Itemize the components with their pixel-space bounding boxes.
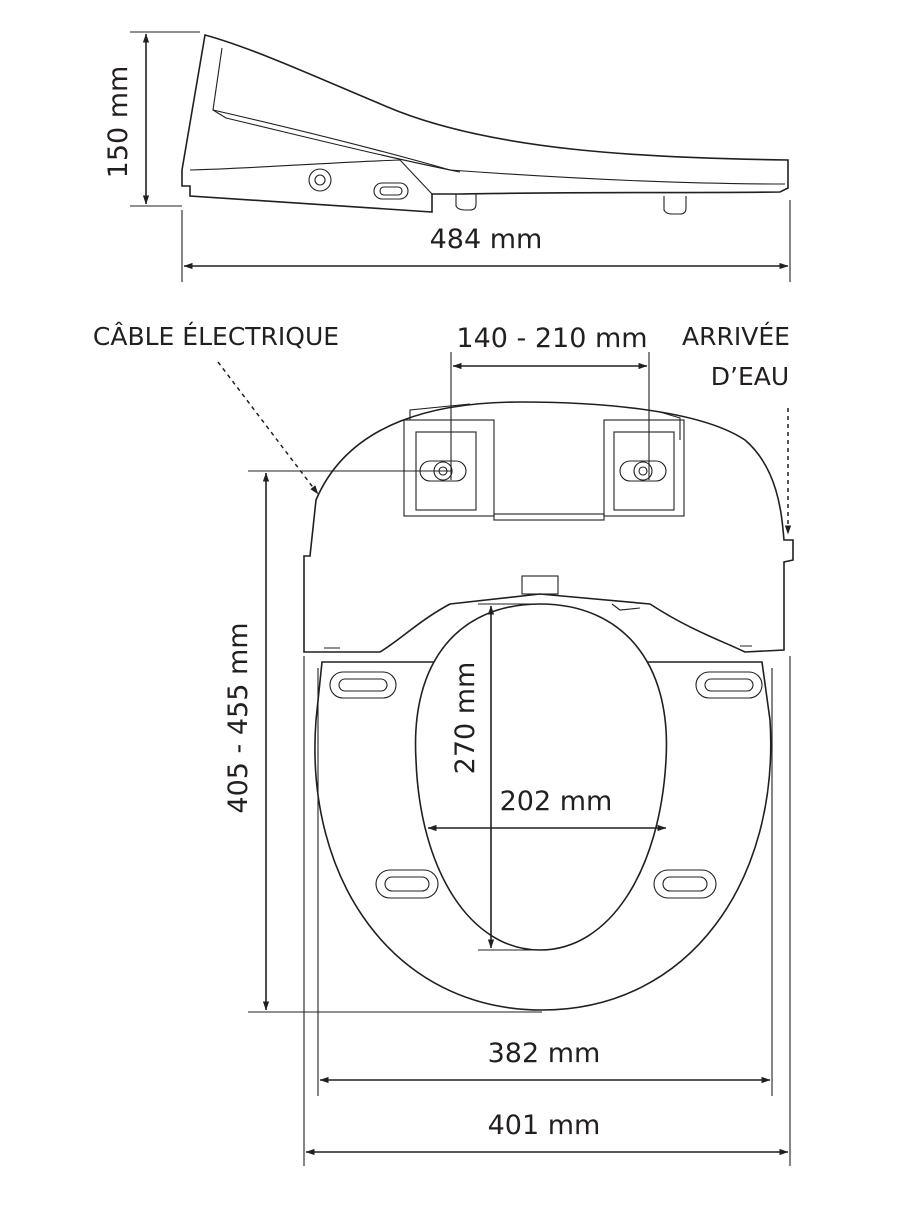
callout-arrow-electric-cable [217,361,319,495]
dimension-label-seat-inner-width: 382 mm [488,1038,601,1069]
side-view-knob [308,168,332,192]
dimension-label-opening-length: 270 mm [450,662,481,775]
dimension-label-height: 150 mm [103,66,134,179]
dimension-label-fixing-spacing: 140 - 210 mm [456,323,647,354]
fixing-block-left [403,419,495,517]
callout-water-inlet-line2: D’EAU [711,362,789,391]
fixing-block-right [603,419,685,517]
seat-opening [414,603,668,951]
dimension-label-seat-outer-width: 401 mm [488,1110,601,1141]
callout-water-inlet-line1: ARRIVÉE [682,322,790,351]
side-view-lid-line [212,47,786,185]
callout-electric-cable: CÂBLE ÉLECTRIQUE [93,322,339,351]
dimension-label-opening-width: 202 mm [500,786,613,817]
side-view-slot [373,182,409,200]
front-sensor [521,575,559,595]
bumper-slot [695,671,763,699]
bumper-slot [653,869,717,899]
side-view-foot [663,196,687,215]
bumper-slot [375,869,439,899]
top-view: 140 - 210 mm 405 - 455 mm 270 mm 202 mm … [93,322,794,1166]
dimension-label-seat-length: 405 - 455 mm [223,622,254,813]
bumper-slot [329,671,397,699]
dimension-label-length: 484 mm [430,224,543,255]
side-view-foot [455,194,477,211]
hinge-housing [303,401,794,653]
side-view: 150 mm 484 mm [103,31,791,282]
side-view-profile [181,33,789,213]
fixing-bolt-right [633,461,653,481]
